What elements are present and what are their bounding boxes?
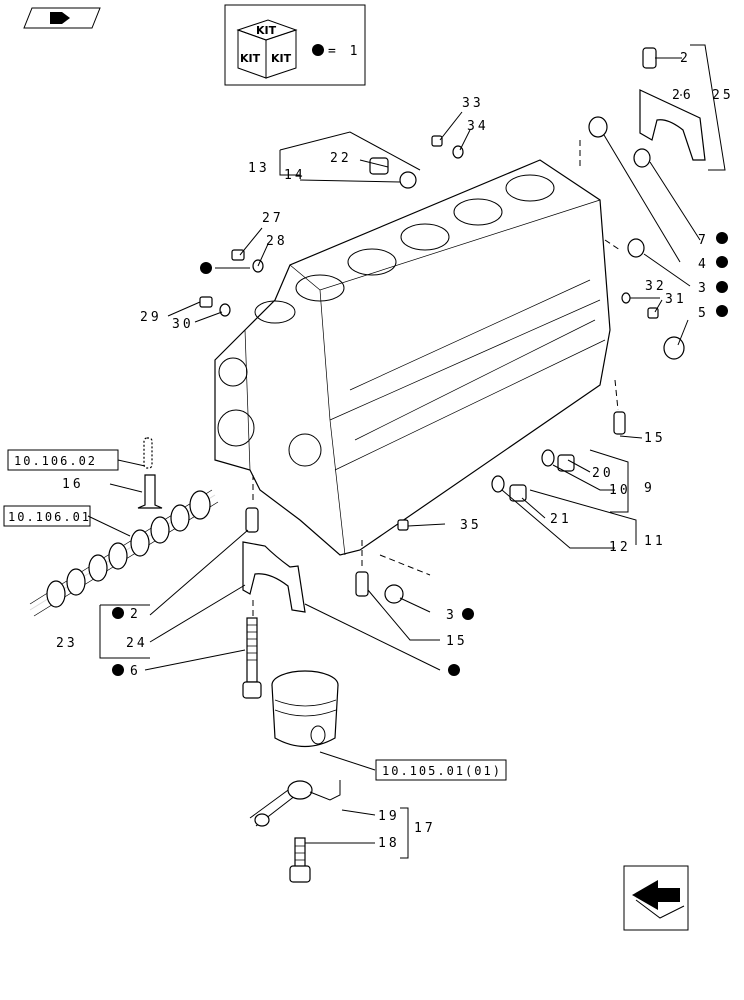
- label-7: 7: [698, 233, 709, 248]
- label-13: 13: [248, 161, 270, 176]
- kit-right-text: KIT: [271, 52, 292, 65]
- part-4-cap: [588, 116, 608, 138]
- label-24: 24: [126, 636, 148, 651]
- ref-text-1: 10.106.02: [14, 454, 97, 468]
- kit-bullet-24: [448, 664, 460, 676]
- kit-bullet-3b: [462, 608, 474, 620]
- label-22: 22: [330, 151, 352, 166]
- label-27: 27: [262, 211, 284, 226]
- back-nav-icon[interactable]: [23, 7, 101, 29]
- cylinder-bores: [254, 174, 555, 324]
- label-10: 10: [609, 483, 631, 498]
- dashed-centerlines: [252, 140, 621, 620]
- label-11: 11: [644, 534, 666, 549]
- part-19-oil-jet: [249, 780, 341, 827]
- label-3-bottom: 3: [446, 608, 457, 623]
- label-15-bottom: 15: [446, 634, 468, 649]
- part-3-cap-bottom: [384, 584, 404, 604]
- part-27-plug: [231, 249, 245, 261]
- label-16: 16: [62, 477, 84, 492]
- part-30-washer: [219, 303, 231, 317]
- kit-bullet-2: [112, 607, 124, 619]
- part-18-bolt: [289, 837, 311, 883]
- part-33-plug: [431, 135, 443, 147]
- label-3-right: 3: [698, 281, 709, 296]
- label-15-right: 15: [644, 431, 666, 446]
- label-6: 6: [130, 664, 141, 679]
- camshaft: [29, 489, 219, 617]
- label-28: 28: [266, 234, 288, 249]
- piston: [271, 670, 339, 747]
- ref-box-1[interactable]: 10.106.02: [7, 449, 119, 471]
- label-30: 30: [172, 317, 194, 332]
- label-32: 32: [645, 279, 667, 294]
- ref-box-2[interactable]: 10.106.01: [3, 505, 91, 527]
- label-2-top: 2: [680, 51, 691, 66]
- part-15-sleeve-right: [613, 411, 626, 435]
- label-21: 21: [550, 512, 572, 527]
- kit-legend-text: = 1: [328, 44, 360, 59]
- ref-text-2: 10.106.01: [8, 510, 91, 524]
- next-page-icon[interactable]: [623, 865, 689, 931]
- part-10-seal: [541, 449, 555, 467]
- label-17: 17: [414, 821, 436, 836]
- part-6-bolt: [242, 617, 262, 699]
- part-32-washer: [621, 292, 631, 304]
- label-31: 31: [665, 292, 687, 307]
- kit-cube-icon: [236, 19, 298, 79]
- label-5: 5: [698, 306, 709, 321]
- part-labels: 2 26 25 33 34 13 22 14 27 28 29 30 7 4 3…: [56, 51, 734, 851]
- part-24-bearing-cap: [242, 541, 306, 613]
- label-34: 34: [467, 119, 489, 134]
- label-29: 29: [140, 310, 162, 325]
- kit-left-text: KIT: [240, 52, 261, 65]
- label-35: 35: [460, 518, 482, 533]
- kit-legend-box: KIT KIT KIT = 1: [224, 4, 366, 86]
- label-25: 25: [712, 88, 734, 103]
- part-29-plug: [199, 296, 213, 308]
- ref-text-3: 10.105.01(01): [382, 764, 502, 778]
- label-33: 33: [462, 96, 484, 111]
- kit-top-text: KIT: [256, 24, 277, 37]
- part-12-seal: [491, 475, 505, 493]
- kit-bullet-6: [112, 664, 124, 676]
- label-23: 23: [56, 636, 78, 651]
- label-12: 12: [609, 540, 631, 555]
- part-7-bushing: [633, 148, 651, 168]
- label-9: 9: [644, 481, 655, 496]
- part-15-sleeve-bottom: [355, 571, 369, 597]
- part-35-bolt: [397, 519, 409, 531]
- leader-lines: [87, 44, 726, 859]
- ref-box-3[interactable]: 10.105.01(01): [375, 759, 507, 781]
- label-26: 26: [672, 88, 694, 103]
- engine-block: [214, 159, 611, 556]
- kit-bullet-3: [716, 281, 728, 293]
- part-21-plug: [509, 484, 527, 502]
- part-5-cap: [663, 336, 685, 360]
- part-14-seal: [399, 171, 417, 189]
- kit-bullet-icon: [312, 44, 324, 56]
- kit-bullet-7: [716, 232, 728, 244]
- label-4: 4: [698, 257, 709, 272]
- part-3-cap: [627, 238, 645, 258]
- kit-bullet-4: [716, 256, 728, 268]
- part-2-dowel-bottom: [245, 507, 259, 533]
- label-20: 20: [592, 466, 614, 481]
- kit-bullet-28: [200, 262, 212, 274]
- part-22-plug: [369, 157, 389, 175]
- kit-bullets: [112, 232, 728, 676]
- part-26-bearing-cap: [639, 89, 706, 161]
- part-16-pin: [137, 474, 163, 509]
- part-dowel-reference: [143, 437, 153, 469]
- kit-bullet-5: [716, 305, 728, 317]
- part-2-dowel-top: [642, 47, 657, 69]
- label-19: 19: [378, 809, 400, 824]
- label-2-bottom: 2: [130, 607, 141, 622]
- label-18: 18: [378, 836, 400, 851]
- label-14: 14: [284, 168, 306, 183]
